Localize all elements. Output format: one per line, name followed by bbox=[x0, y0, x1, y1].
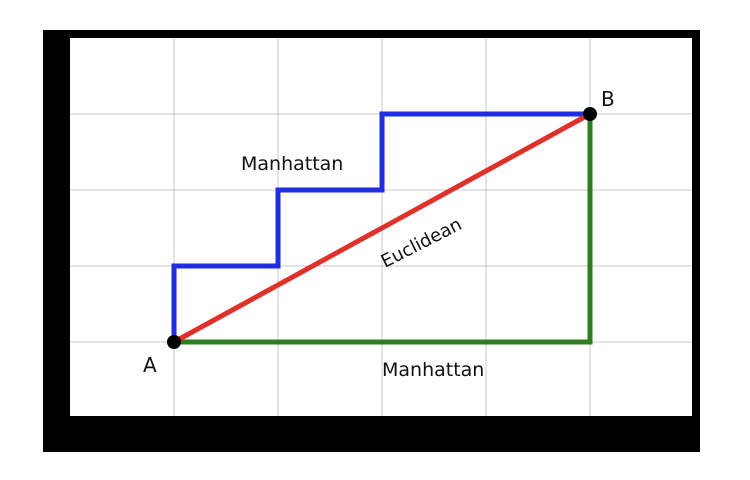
euclidean-path bbox=[171, 111, 593, 345]
manhattan-lower-label: Manhattan bbox=[382, 359, 484, 381]
point-b-label: B bbox=[601, 87, 615, 111]
manhattan-upper-label: Manhattan bbox=[241, 153, 343, 175]
manhattan-stair-path bbox=[171, 111, 590, 342]
manhattan-corner-path bbox=[174, 114, 593, 345]
point-a-marker bbox=[167, 335, 181, 349]
point-a-label: A bbox=[143, 353, 157, 377]
point-b-marker bbox=[583, 107, 597, 121]
